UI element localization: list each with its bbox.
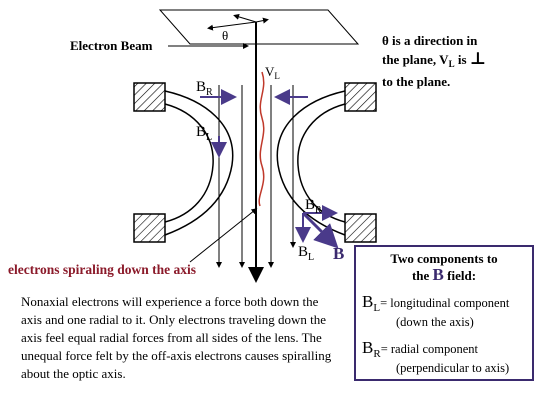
left-yoke-outer — [164, 90, 234, 236]
b-label: B — [333, 244, 345, 263]
bl-label-right: BL — [298, 244, 315, 263]
theta-label: θ — [222, 28, 229, 43]
theta-ray-1 — [207, 21, 257, 31]
note-line-2: the plane, VL is ⊥ — [382, 49, 487, 70]
note-line-1: θ is a direction in — [382, 33, 478, 48]
theta-note: θ is a direction in the plane, VL is ⊥ t… — [382, 32, 486, 91]
electron-beam-label: Electron Beam — [70, 38, 153, 53]
left-pole-bottom — [133, 213, 166, 243]
bl-label-left: BL — [196, 124, 213, 143]
b-resultant-arrow — [301, 211, 339, 249]
vl-label: VL — [265, 64, 280, 81]
top-plane — [158, 9, 360, 45]
bl-component: BL= longitudinal component — [362, 292, 510, 315]
br-label-left: BR — [196, 79, 213, 98]
components-title: Two components to the B field: — [390, 251, 498, 284]
right-pole-bottom — [344, 213, 377, 243]
spiral-pointer — [189, 208, 258, 263]
explanation-paragraph: Nonaxial electrons will experience a for… — [21, 294, 332, 381]
br-component: BR= radial component — [362, 338, 478, 361]
theta-ray-2 — [233, 13, 257, 23]
spiral-caption: electrons spiraling down the axis — [8, 262, 197, 277]
note-line-3: to the plane. — [382, 74, 451, 89]
right-pole-top — [344, 82, 377, 112]
components-box: Two components to the B field: BL= longi… — [354, 245, 534, 381]
electron-spiral — [258, 71, 265, 207]
bl-component-detail: (down the axis) — [396, 315, 474, 329]
left-pole-top — [133, 82, 166, 112]
theta-ray-3 — [255, 17, 269, 24]
right-yoke-outer — [276, 90, 346, 236]
br-component-detail: (perpendicular to axis) — [396, 361, 510, 375]
br-label-right: BR — [305, 197, 322, 216]
left-yoke-inner — [164, 103, 214, 223]
